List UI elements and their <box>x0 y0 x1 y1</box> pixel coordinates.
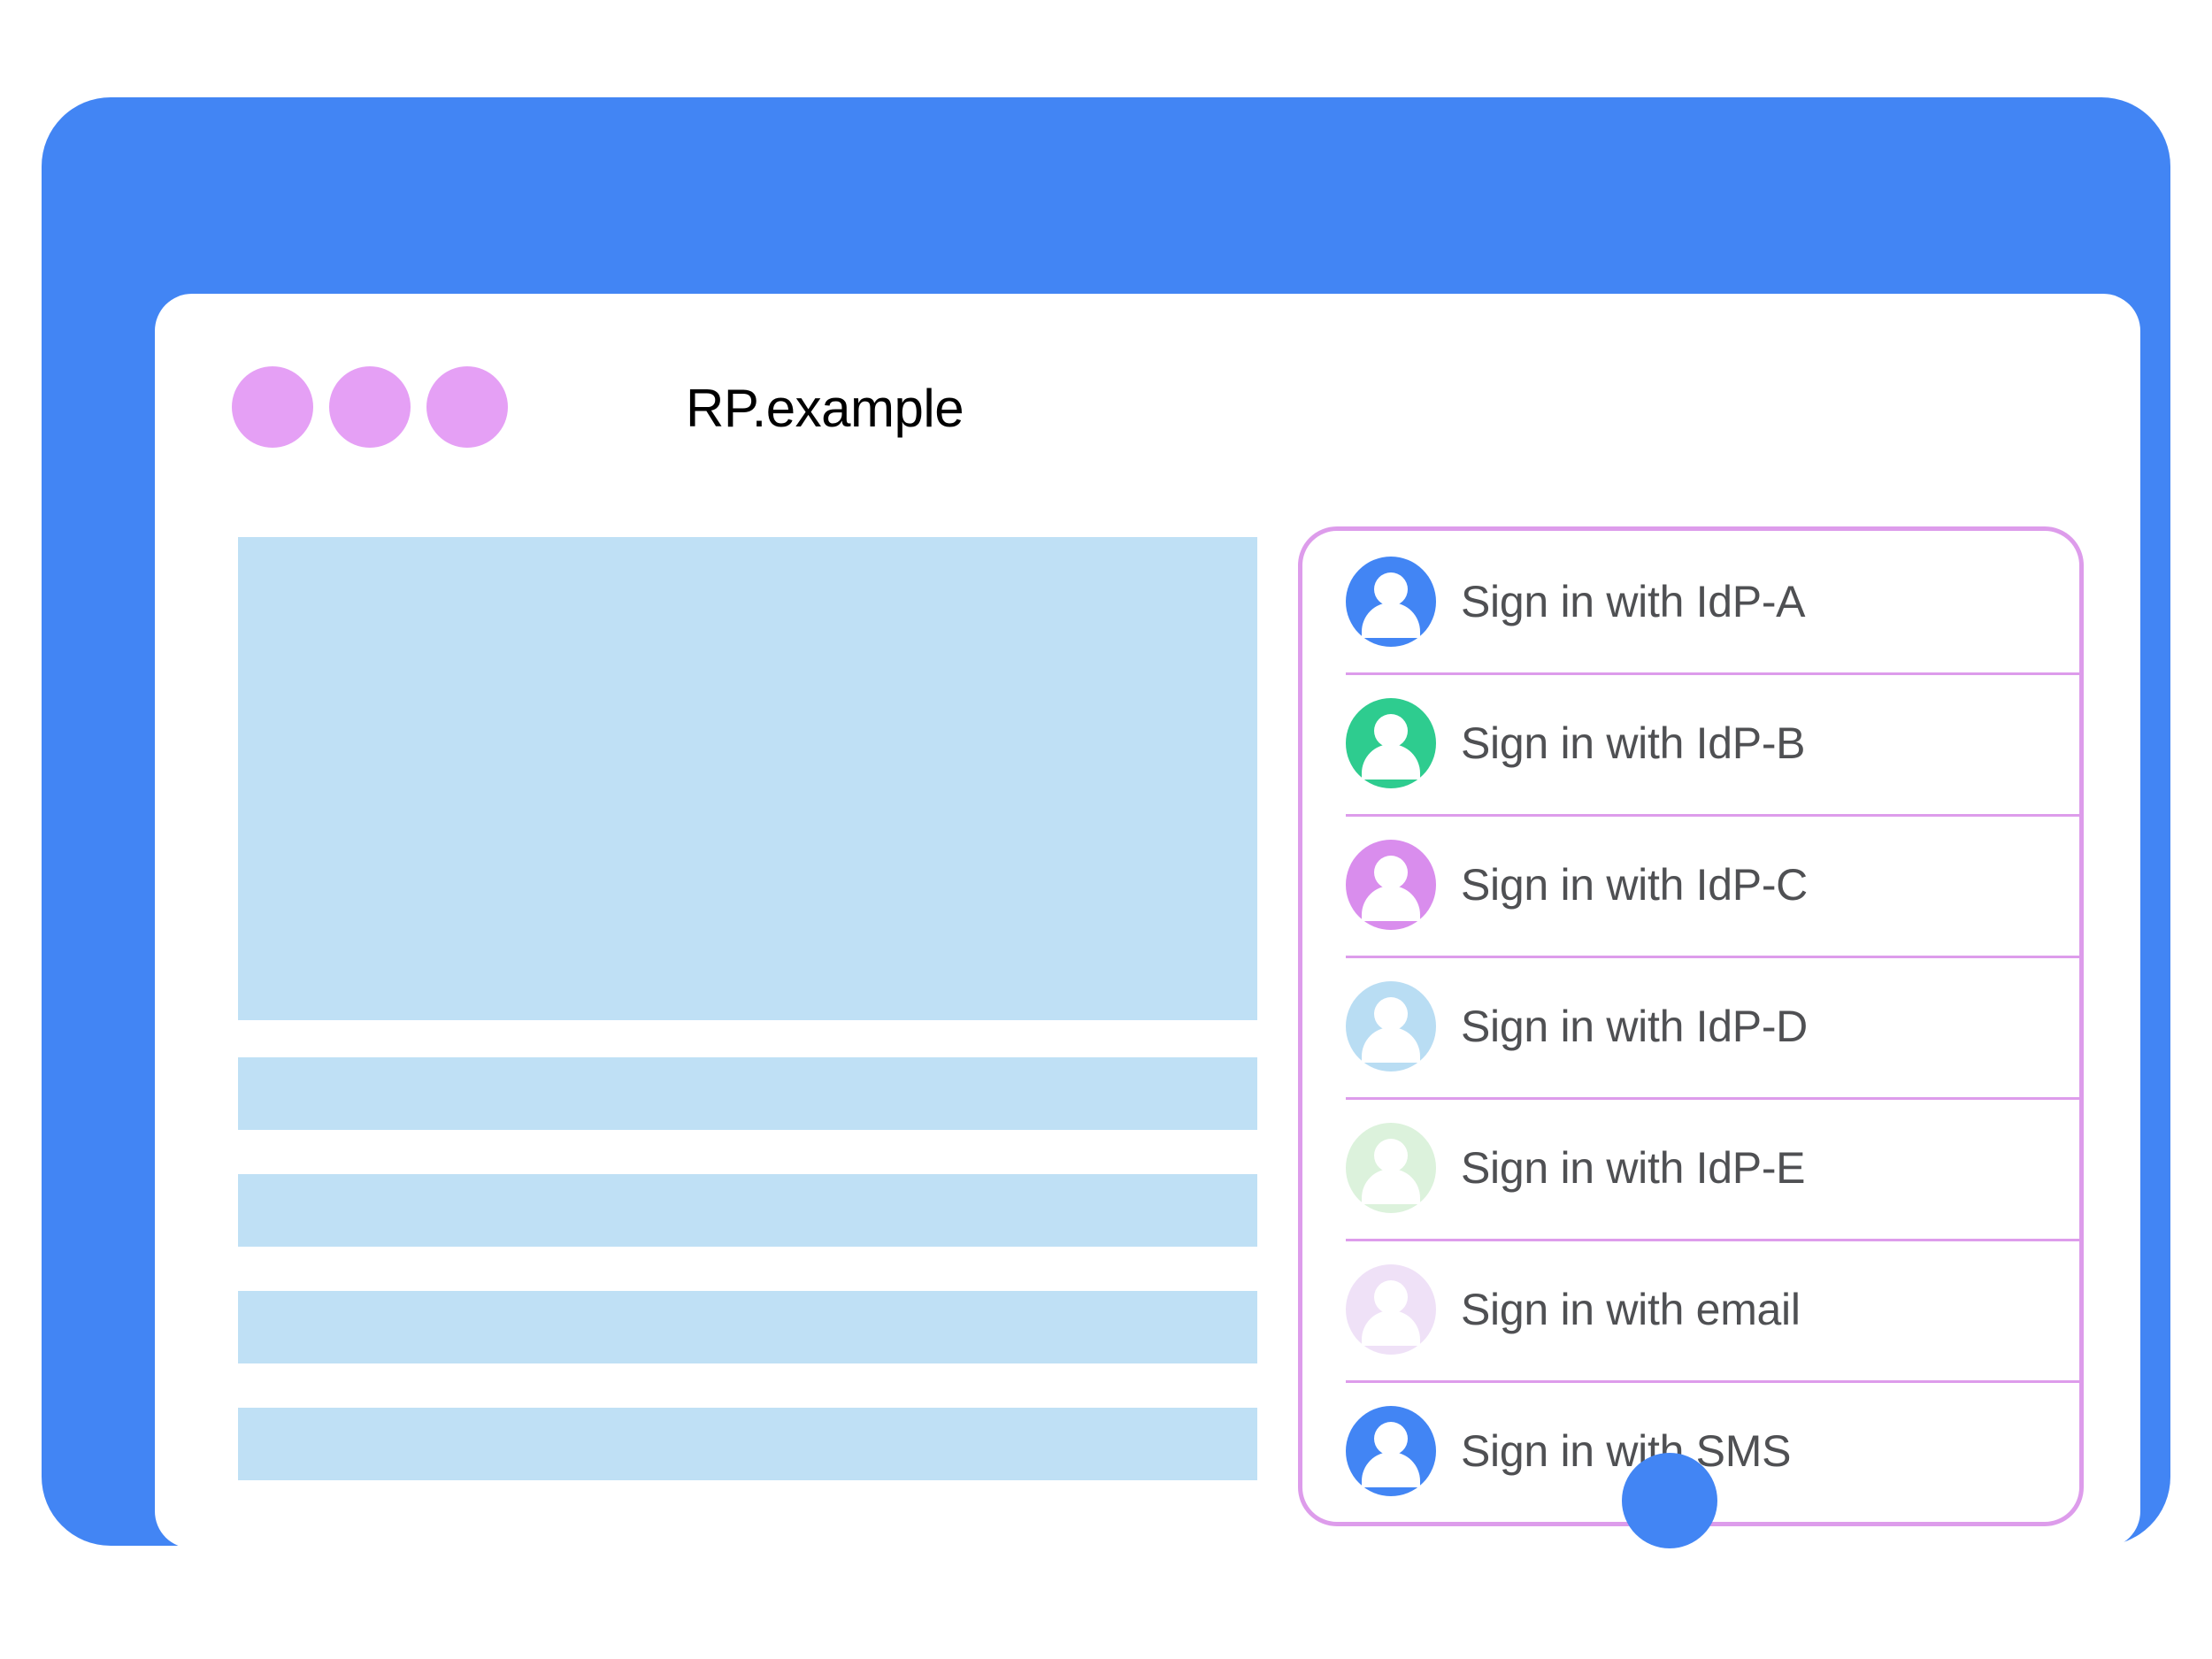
signin-option-idp-a[interactable]: Sign in with IdP-A <box>1302 531 2079 672</box>
home-button[interactable] <box>1622 1453 1717 1548</box>
signin-option-email[interactable]: Sign in with email <box>1302 1239 2079 1380</box>
text-line-placeholder-3 <box>238 1291 1257 1363</box>
avatar-icon <box>1346 981 1436 1071</box>
signin-option-label: Sign in with SMS <box>1461 1426 1792 1476</box>
account-chooser-panel: Sign in with IdP-A Sign in with IdP-B Si… <box>1298 526 2084 1526</box>
signin-option-sms[interactable]: Sign in with SMS <box>1302 1380 2079 1522</box>
avatar-icon <box>1346 1406 1436 1496</box>
page-title: RP.example <box>686 379 964 438</box>
signin-option-idp-d[interactable]: Sign in with IdP-D <box>1302 956 2079 1097</box>
signin-option-label: Sign in with email <box>1461 1285 1801 1334</box>
signin-option-idp-e[interactable]: Sign in with IdP-E <box>1302 1097 2079 1239</box>
signin-option-idp-c[interactable]: Sign in with IdP-C <box>1302 814 2079 956</box>
signin-option-label: Sign in with IdP-A <box>1461 577 1806 626</box>
window-dot-3-icon[interactable] <box>426 366 508 448</box>
text-line-placeholder-2 <box>238 1174 1257 1247</box>
window-dot-2-icon[interactable] <box>329 366 411 448</box>
signin-option-idp-b[interactable]: Sign in with IdP-B <box>1302 672 2079 814</box>
avatar-icon <box>1346 557 1436 647</box>
avatar-icon <box>1346 1123 1436 1213</box>
text-line-placeholder-4 <box>238 1408 1257 1480</box>
page-content-placeholder <box>238 537 1257 1480</box>
device-frame: RP.example Sign in with IdP-A Sign in wi… <box>42 97 2170 1548</box>
signin-option-label: Sign in with IdP-E <box>1461 1143 1806 1193</box>
signin-option-label: Sign in with IdP-C <box>1461 860 1808 910</box>
avatar-icon <box>1346 840 1436 930</box>
signin-option-label: Sign in with IdP-D <box>1461 1002 1808 1051</box>
browser-titlebar: RP.example <box>155 294 2140 448</box>
avatar-icon <box>1346 698 1436 788</box>
signin-option-label: Sign in with IdP-B <box>1461 718 1806 768</box>
window-dot-1-icon[interactable] <box>232 366 313 448</box>
text-line-placeholder-1 <box>238 1057 1257 1130</box>
avatar-icon <box>1346 1264 1436 1355</box>
hero-placeholder <box>238 537 1257 1020</box>
browser-screen: RP.example Sign in with IdP-A Sign in wi… <box>155 294 2140 1548</box>
